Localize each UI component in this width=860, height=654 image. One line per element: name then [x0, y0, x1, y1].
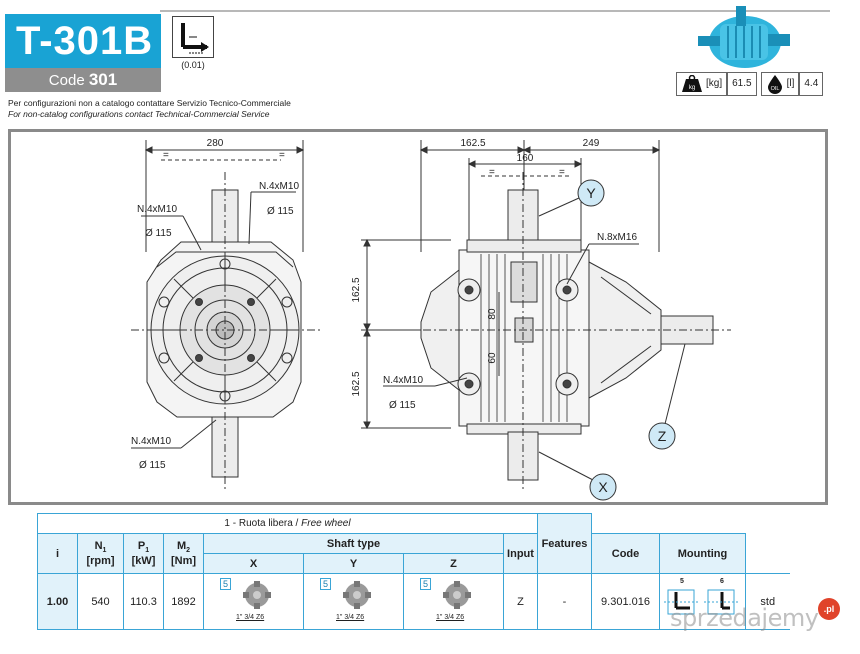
col-i: i [37, 533, 78, 574]
shaft-badge: 5 [320, 577, 332, 590]
col-input: Input [503, 533, 538, 574]
callout-x [538, 451, 617, 501]
shaft-spec: 1" 3/4 Z6 [236, 613, 265, 621]
oil-cell: OIL [l] [760, 72, 800, 96]
equal-mark-right-2: = [559, 167, 565, 178]
dim-162-5-top: 162.5 [460, 138, 485, 149]
note-italian: Per configurazioni non a catalogo contat… [8, 98, 291, 108]
cell-i: 1.00 [37, 573, 78, 630]
col-y: Y [303, 553, 404, 574]
code-banner: Code 301 [5, 68, 161, 92]
header-rule [160, 10, 830, 12]
cell-m2: 1892 [163, 573, 204, 630]
dim-80: 80 [487, 308, 498, 320]
bolt-label-b: N.4xM10 [137, 204, 177, 215]
bolt-label-a: N.4xM10 [259, 181, 299, 192]
bolt-label-c-dia: Ø 115 [139, 460, 166, 471]
code-label: Code [48, 72, 85, 89]
bolt-label-c: N.4xM10 [131, 436, 171, 447]
col-mounting: Mounting [659, 533, 746, 574]
technical-drawing: 280 = = N.4xM10 Ø 115 N.4xM10 Ø 115 N.4x… [8, 129, 828, 505]
watermark-badge: .pl [818, 598, 840, 620]
shaft-badge: 5 [420, 577, 432, 590]
cell-shaft-y: 5 1" 3/4 Z6 [303, 573, 404, 630]
bolt-label-e: N.8xM16 [597, 232, 637, 243]
oil-value: 4.4 [799, 72, 824, 96]
cell-code: 9.301.016 [591, 573, 660, 630]
col-m2: M2 [Nm] [163, 533, 204, 574]
code-value: 301 [88, 70, 118, 89]
mounting-position-icon [664, 589, 740, 614]
weight-icon: kg [682, 75, 702, 92]
specification-table: 1 - Ruota libera / Free wheel Features i… [37, 513, 790, 630]
equal-mark-left-2: = [279, 150, 285, 161]
spec-summary: kg [kg] 61.5 OIL [l] 4.4 [676, 72, 824, 96]
bolt-label-d: N.4xM10 [383, 375, 423, 386]
callout-y [538, 179, 605, 217]
group-header: 1 - Ruota libera / Free wheel [37, 513, 538, 534]
svg-text:kg: kg [689, 85, 695, 91]
bolt-label-a-dia: Ø 115 [267, 206, 294, 217]
shaft-spec: 1" 3/4 Z6 [436, 613, 465, 621]
cell-shaft-x: 5 1" 3/4 Z6 [203, 573, 304, 630]
bolt-label-b-dia: Ø 115 [145, 228, 172, 239]
dim-249: 249 [583, 138, 600, 149]
mounting-5-label: 5 [680, 577, 684, 585]
ratio-caption: (0.01) [181, 60, 205, 70]
cell-mounting: 5 6 [659, 573, 746, 630]
cell-p1: 110.3 [123, 573, 164, 630]
weight-cell: kg [kg] [676, 72, 728, 96]
watermark-text: sprzedajemy [670, 604, 819, 632]
model-title: T-301B [16, 19, 154, 63]
dim-160: 160 [517, 153, 534, 164]
note-english: For non-catalog configurations contact T… [8, 109, 270, 119]
splined-shaft-icon [243, 580, 271, 609]
cell-std: std [745, 573, 790, 630]
oil-unit: [l] [786, 78, 795, 89]
cell-n1: 540 [77, 573, 124, 630]
equal-mark-right-1: = [489, 167, 495, 178]
oil-drop-icon: OIL [767, 75, 782, 94]
cell-input: Z [503, 573, 538, 630]
gearbox-product-image [690, 6, 800, 74]
svg-text:OIL: OIL [770, 86, 779, 92]
shaft-spec: 1" 3/4 Z6 [336, 613, 365, 621]
col-p1: P1 [kW] [123, 533, 164, 574]
col-x: X [203, 553, 304, 574]
side-view [361, 140, 731, 490]
splined-shaft-icon [443, 580, 471, 609]
front-view [131, 140, 321, 490]
col-code: Code [591, 533, 660, 574]
callout-z [648, 343, 686, 450]
dim-162-5-lower: 162.5 [351, 371, 362, 396]
ratio-symbol-icon [172, 16, 214, 58]
shaft-badge: 5 [220, 577, 232, 590]
col-z: Z [403, 553, 504, 574]
dim-162-5-upper: 162.5 [351, 277, 362, 302]
callout-x-label: X [598, 479, 608, 495]
equal-mark-left-1: = [163, 150, 169, 161]
weight-value: 61.5 [727, 72, 757, 96]
cell-shaft-z: 5 1" 3/4 Z6 [403, 573, 504, 630]
mounting-6-label: 6 [720, 577, 724, 585]
dim-280: 280 [207, 138, 224, 149]
features-header: Features [537, 513, 592, 574]
callout-y-label: Y [586, 185, 596, 201]
callout-z-label: Z [658, 428, 667, 444]
bolt-label-d-dia: Ø 115 [389, 400, 416, 411]
cell-features: - [537, 573, 592, 630]
col-shaft-type: Shaft type [203, 533, 504, 554]
model-banner [5, 14, 161, 68]
table-row: 1.00 540 110.3 1892 5 1" 3/4 Z6 5 [37, 573, 790, 630]
col-n1: N1 [rpm] [77, 533, 124, 574]
weight-unit: [kg] [706, 78, 723, 89]
dim-60: 60 [487, 352, 498, 364]
splined-shaft-icon [343, 580, 371, 609]
